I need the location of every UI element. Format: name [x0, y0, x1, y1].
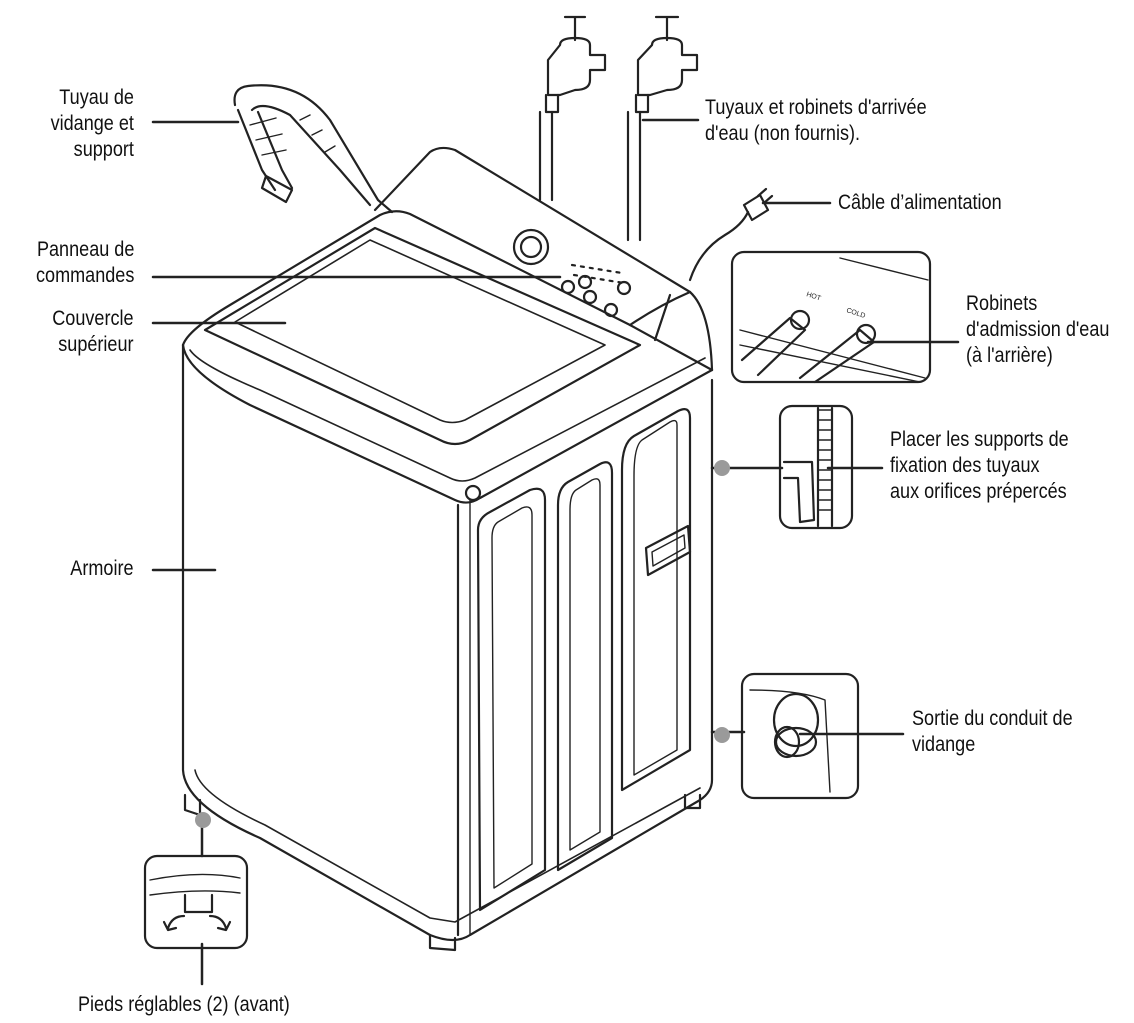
- label-adjustable-feet: Pieds réglables (2) (avant): [78, 993, 290, 1016]
- label-control-panel: Panneau de commandes: [35, 238, 134, 287]
- label-water-inlets: Robinets d'admission d'eau (à l'arrière): [966, 292, 1110, 367]
- callout-lines: [151, 118, 960, 986]
- label-top-lid: Couvercle supérieur: [52, 307, 134, 356]
- top-lid-area: [181, 210, 714, 502]
- cabinet-body: [181, 343, 714, 952]
- inset-adjustable-feet: [143, 854, 249, 950]
- water-faucets: [538, 15, 699, 242]
- drain-hose: [233, 84, 394, 214]
- inset-hot-mark: HOT: [805, 291, 822, 302]
- label-water-hoses: Tuyaux et robinets d'arrivée d'eau (non …: [705, 96, 927, 145]
- label-cabinet: Armoire: [70, 557, 134, 580]
- side-panel-slots: [476, 408, 692, 912]
- callout-dots: [195, 460, 730, 828]
- label-drain-hose: Tuyau de vidange et support: [50, 86, 134, 161]
- control-panel: [373, 146, 714, 372]
- label-drain-outlet: Sortie du conduit de vidange: [912, 707, 1073, 756]
- label-hose-brackets: Placer les supports de fixation des tuya…: [890, 428, 1069, 503]
- inset-drain-outlet: [740, 672, 860, 800]
- label-power-cable: Câble d’alimentation: [838, 191, 1002, 214]
- inset-water-inlets: [730, 250, 932, 384]
